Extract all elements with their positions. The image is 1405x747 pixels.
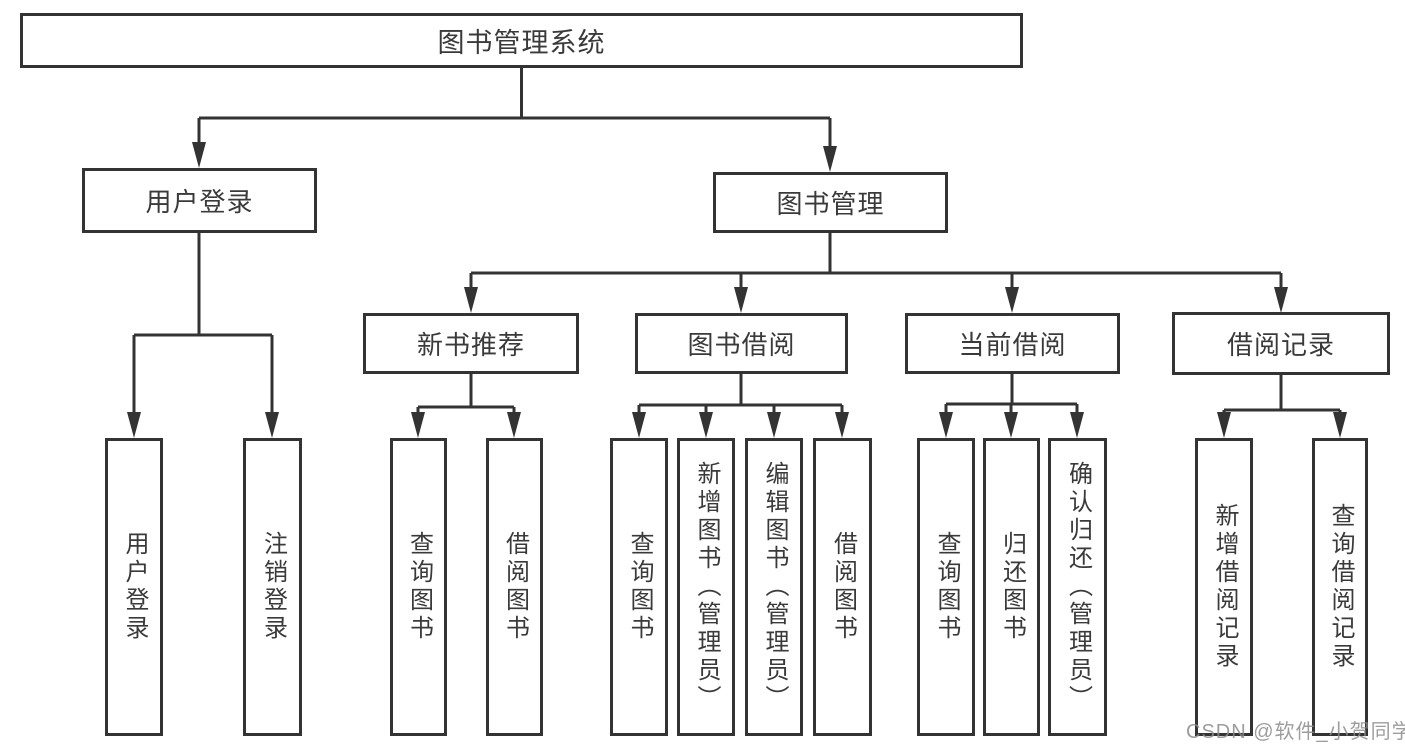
leaf-label: 借阅图书 [829, 531, 857, 643]
leaf-label: 注销登录 [259, 531, 287, 643]
leaf-label: 新增图书（管理员） [693, 461, 720, 713]
leaf-label: 用户登录 [121, 531, 148, 643]
leaf-borrow-books: 借阅图书 [813, 438, 872, 736]
leaf-edit-books-admin: 编辑图书（管理员） [745, 438, 803, 736]
leaf-return-books: 归还图书 [983, 438, 1040, 736]
connector-userlogin-to-leaves [132, 233, 274, 416]
node-label: 图书管理 [776, 189, 885, 219]
leaf-user-login: 用户登录 [105, 438, 163, 736]
connector-borrowing-to-leaves [637, 374, 844, 416]
leaf-logout: 注销登录 [243, 438, 302, 736]
leaf-label: 查询图书 [626, 531, 653, 643]
node-book-borrowing: 图书借阅 [635, 313, 848, 374]
node-label: 图书借阅 [687, 330, 796, 360]
node-library-management-system: 图书管理系统 [20, 13, 1023, 68]
node-label: 新书推荐 [416, 330, 525, 360]
leaf-label: 确认归还（管理员） [1064, 461, 1092, 713]
connector-records-to-leaves [1222, 375, 1342, 416]
node-label: 借阅记录 [1226, 330, 1335, 360]
leaf-borrow-books-recommend: 借阅图书 [486, 438, 543, 736]
node-label: 当前借阅 [958, 330, 1067, 360]
leaf-add-books-admin: 新增图书（管理员） [677, 438, 735, 736]
leaf-query-books-current: 查询图书 [917, 438, 975, 736]
leaf-confirm-return-admin: 确认归还（管理员） [1048, 438, 1107, 736]
node-book-management: 图书管理 [713, 172, 948, 233]
leaf-label: 新增借阅记录 [1211, 503, 1238, 671]
node-label: 用户登录 [145, 187, 254, 217]
leaf-query-borrow-record: 查询借阅记录 [1312, 438, 1368, 736]
connector-bookmgmt-to-level3 [469, 233, 1283, 290]
node-user-login: 用户登录 [82, 168, 317, 233]
leaf-add-borrow-record: 新增借阅记录 [1195, 438, 1253, 736]
node-label: 图书管理系统 [437, 28, 606, 58]
connector-newbook-to-leaves [416, 374, 516, 416]
leaf-query-books-recommend: 查询图书 [390, 438, 447, 736]
node-current-borrowing: 当前借阅 [905, 313, 1120, 374]
leaf-label: 查询图书 [933, 531, 960, 643]
leaf-query-books-borrowing: 查询图书 [610, 438, 668, 736]
csdn-watermark: CSDN @软件_小贺同学 [1186, 721, 1405, 743]
leaf-label: 借阅图书 [501, 531, 529, 643]
leaf-label: 查询借阅记录 [1327, 503, 1354, 671]
leaf-label: 编辑图书（管理员） [761, 461, 788, 713]
connector-current-to-leaves [944, 374, 1079, 416]
node-new-book-recommendation: 新书推荐 [363, 313, 579, 374]
arrowheads [127, 142, 1347, 438]
connector-root-to-level2 [197, 68, 832, 150]
node-borrowing-records: 借阅记录 [1172, 312, 1390, 375]
leaf-label: 归还图书 [998, 531, 1026, 643]
leaf-label: 查询图书 [405, 531, 433, 643]
